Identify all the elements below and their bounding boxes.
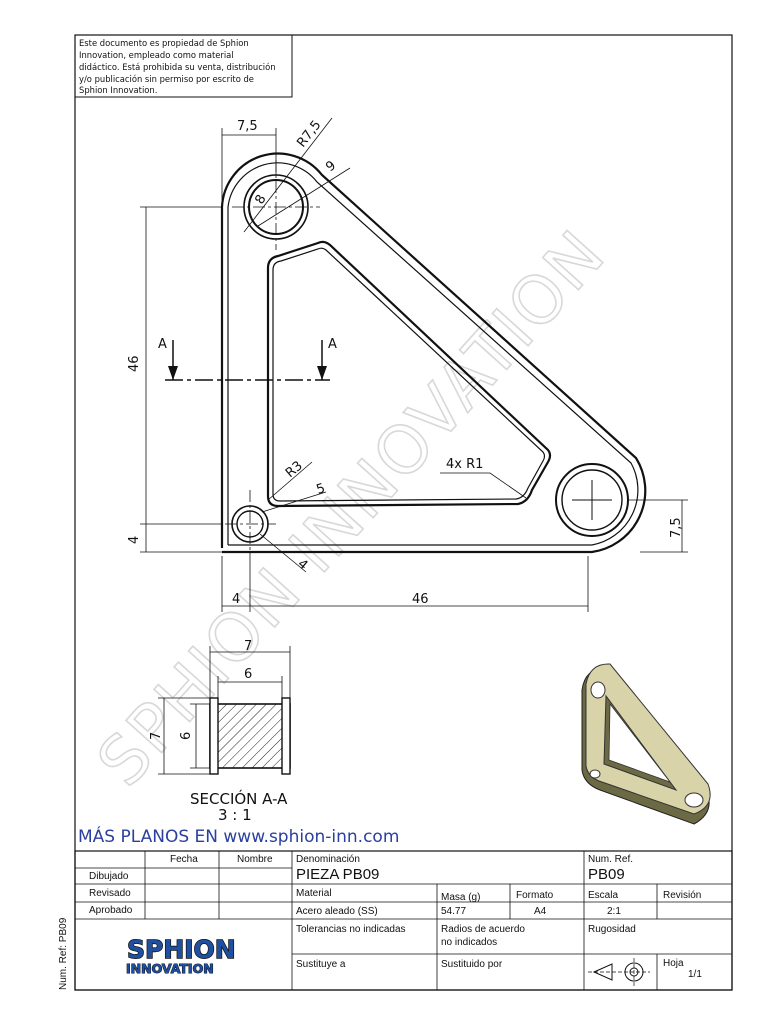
material-label: Material bbox=[296, 888, 332, 899]
section-title: SECCIÓN A-A bbox=[190, 789, 288, 808]
section-view: 7 6 7 6 SECCIÓN A-A 3 : 1 bbox=[149, 639, 291, 824]
dim-section-outer-height: 7 bbox=[149, 732, 164, 740]
row-revisado: Revisado bbox=[89, 888, 131, 899]
notice-line: Sphion Innovation. bbox=[79, 85, 157, 95]
logo-bottom: INNOVATION bbox=[126, 961, 214, 976]
material-value: Acero aleado (SS) bbox=[296, 906, 378, 917]
numref-value: PB09 bbox=[588, 866, 625, 883]
dim-hole-dia: 8 bbox=[252, 192, 269, 207]
logo-top: SPHION bbox=[127, 935, 236, 964]
section-scale: 3 : 1 bbox=[218, 806, 252, 824]
hoja-value: 1/1 bbox=[688, 969, 702, 980]
dimension-lines: 7,5 R7,5 8 9 46 4 A A R3 5 4 4x R1 7, bbox=[127, 117, 688, 612]
section-mark-left: A bbox=[158, 337, 167, 352]
isometric-view bbox=[581, 663, 711, 825]
dim-width: 46 bbox=[412, 592, 429, 607]
dim-section-outer-width: 7 bbox=[244, 639, 252, 654]
part-front-view bbox=[220, 152, 647, 556]
title-block: Fecha Nombre Dibujado Revisado Aprobado … bbox=[74, 850, 733, 991]
projection-symbol-icon bbox=[588, 958, 650, 986]
denominacion-value: PIEZA PB09 bbox=[296, 866, 379, 883]
side-ref-label: Num. Ref: PB09 bbox=[58, 917, 69, 990]
dim-height: 46 bbox=[127, 355, 142, 372]
notice-line: y/o publicación sin permiso por escrito … bbox=[79, 74, 254, 84]
formato-value: A4 bbox=[534, 906, 547, 917]
notice-line: didáctico. Está prohibida su venta, dist… bbox=[79, 62, 276, 72]
dim-section-inner-height: 6 bbox=[179, 732, 194, 740]
numref-label: Num. Ref. bbox=[588, 854, 633, 865]
rugosidad-label: Rugosidad bbox=[588, 924, 636, 935]
dim-left-offset: 4 bbox=[232, 592, 240, 607]
copyright-notice: Este documento es propiedad de Sphion In… bbox=[74, 34, 293, 98]
denominacion-label: Denominación bbox=[296, 854, 360, 865]
revision-label: Revisión bbox=[663, 890, 701, 901]
formato-label: Formato bbox=[516, 890, 554, 901]
notice-line: Este documento es propiedad de Sphion bbox=[79, 38, 249, 48]
dim-corner-fillets: 4x R1 bbox=[446, 457, 483, 472]
masa-label: Masa (g) bbox=[441, 892, 480, 903]
sustituido-label: Sustituido por bbox=[441, 959, 503, 970]
dim-outer-dia: 9 bbox=[323, 158, 339, 175]
more-plans-link[interactable]: MÁS PLANOS EN www.sphion-inn.com bbox=[78, 825, 399, 847]
tolerancias-label: Tolerancias no indicadas bbox=[296, 924, 406, 935]
dim-fillet-r3: R3 bbox=[283, 458, 306, 481]
dim-right-offset: 7,5 bbox=[669, 517, 684, 538]
escala-label: Escala bbox=[588, 890, 618, 901]
col-fecha: Fecha bbox=[170, 854, 198, 865]
sphion-logo: SPHION INNOVATION bbox=[126, 932, 238, 977]
row-aprobado: Aprobado bbox=[89, 905, 133, 916]
escala-value: 2:1 bbox=[607, 906, 621, 917]
hoja-label: Hoja bbox=[663, 958, 684, 969]
masa-value: 54.77 bbox=[441, 906, 466, 917]
dim-top-width: 7,5 bbox=[237, 119, 258, 134]
sustituye-label: Sustituye a bbox=[296, 959, 346, 970]
dim-bottom-offset: 4 bbox=[127, 536, 142, 544]
col-nombre: Nombre bbox=[237, 854, 273, 865]
notice-line: Innovation, empleado como material bbox=[79, 50, 234, 60]
row-dibujado: Dibujado bbox=[89, 871, 129, 882]
section-mark-right: A bbox=[328, 337, 337, 352]
watermark: SPHION INNOVATION bbox=[83, 216, 621, 801]
radios-label-1: Radios de acuerdo bbox=[441, 924, 525, 935]
radios-label-2: no indicados bbox=[441, 937, 497, 948]
dim-section-inner-width: 6 bbox=[244, 667, 252, 682]
